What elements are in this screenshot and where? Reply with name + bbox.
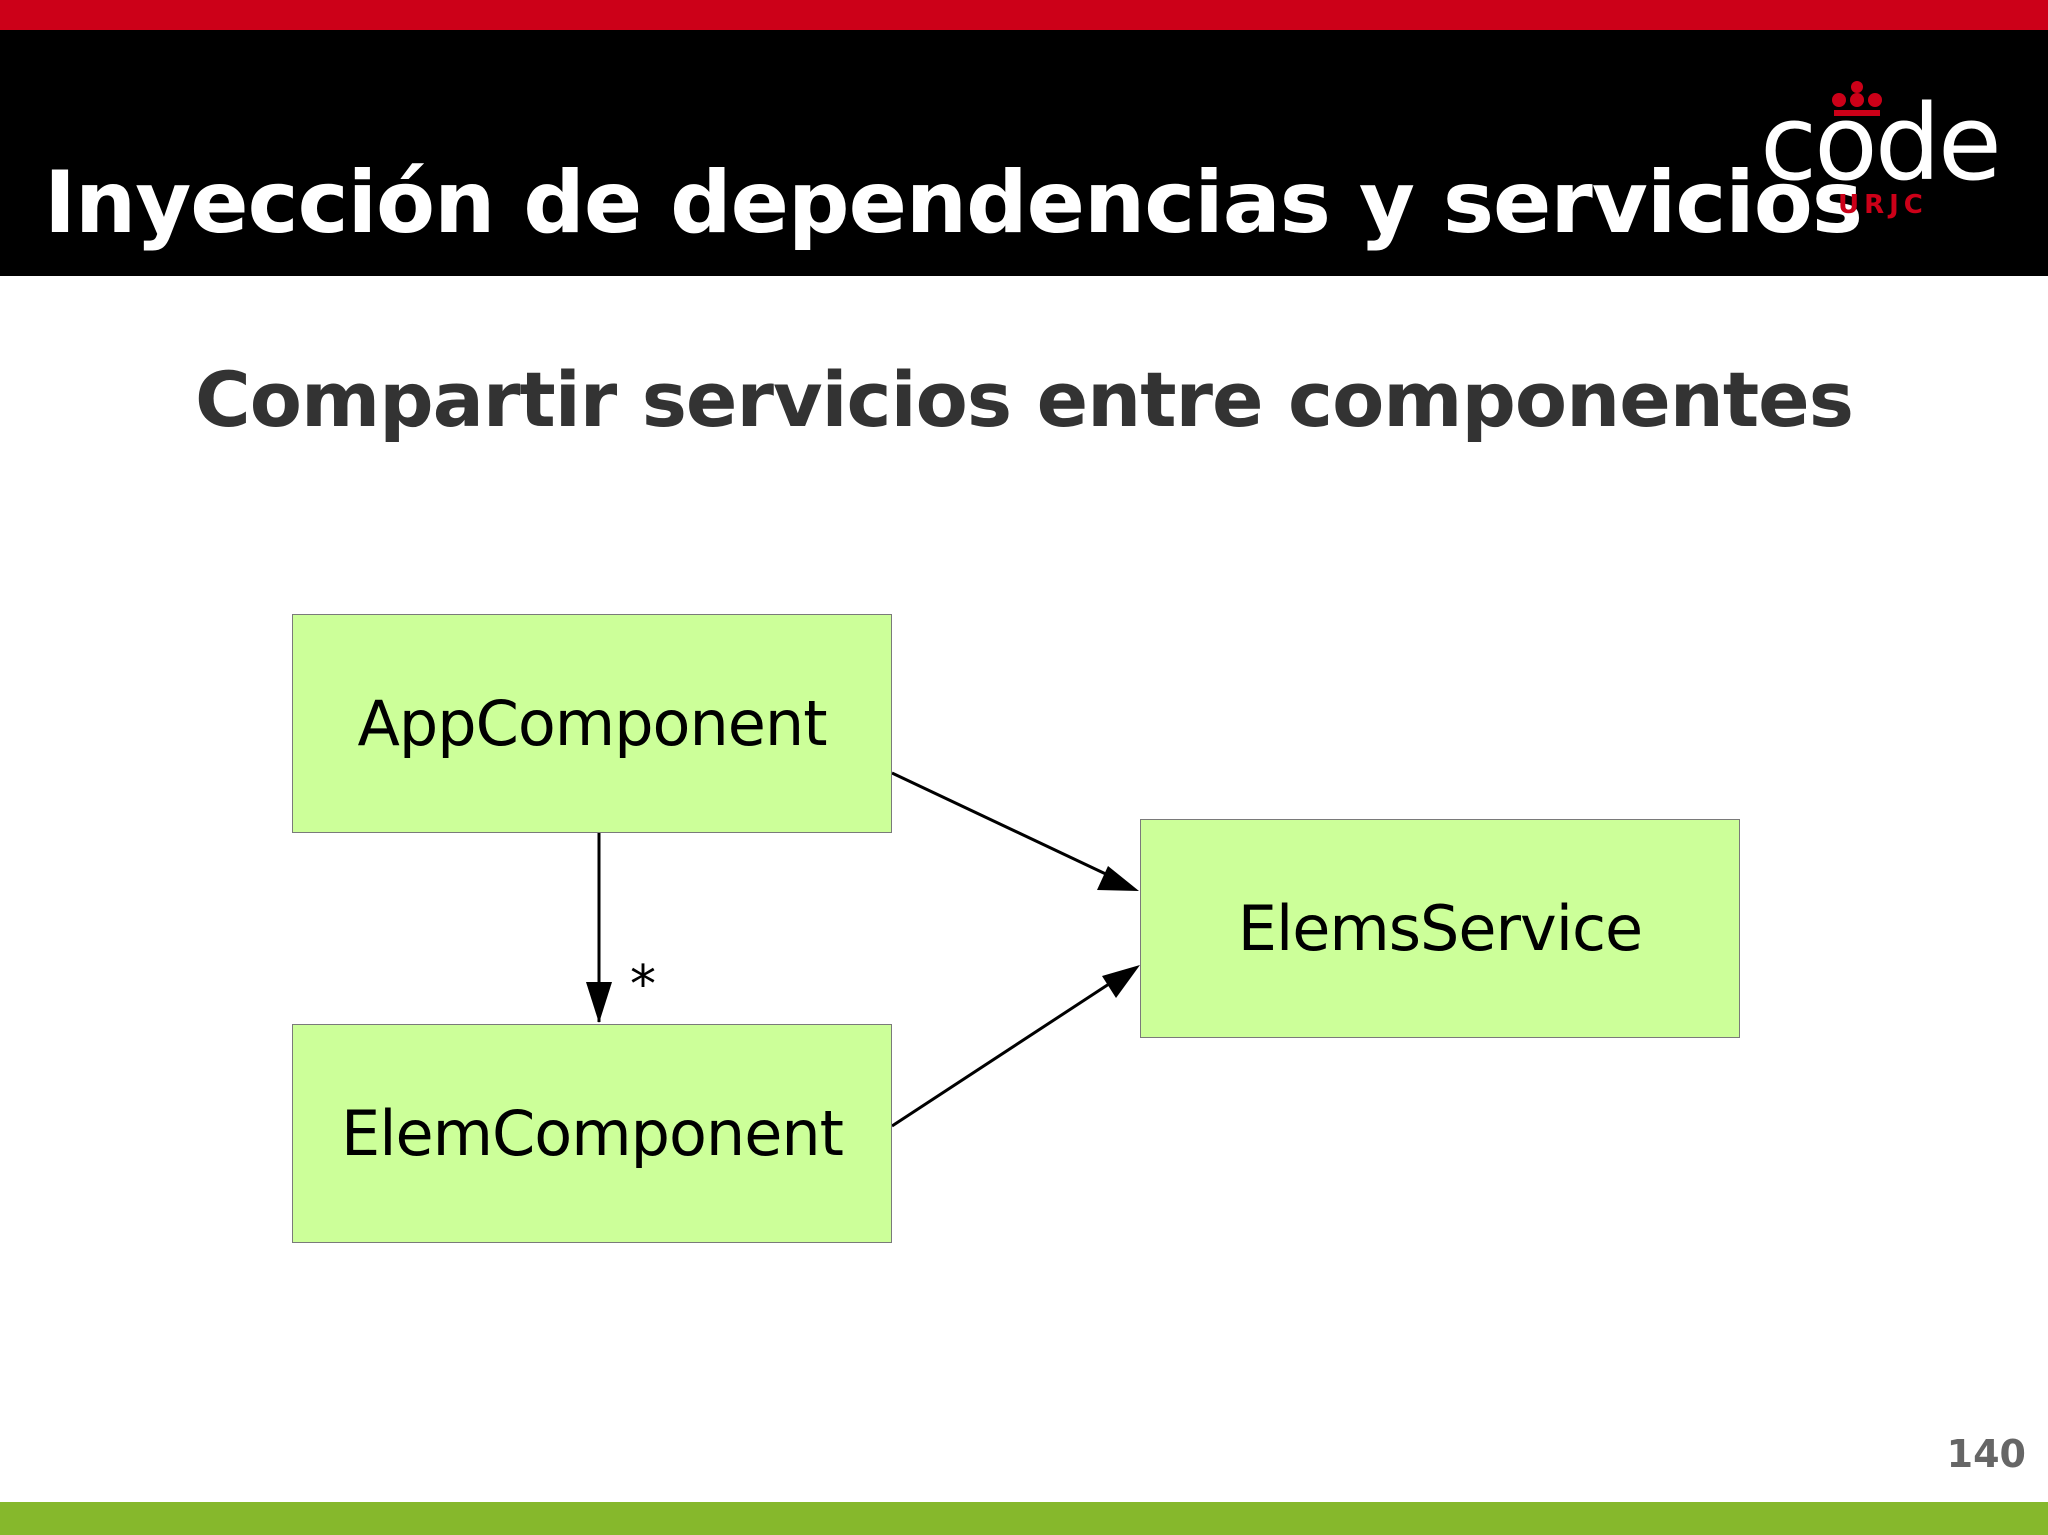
header-bar bbox=[0, 30, 2048, 276]
arrowhead-app-to-service bbox=[1097, 866, 1139, 891]
node-label: ElemComponent bbox=[341, 1097, 844, 1170]
slide-subtitle: Compartir servicios entre componentes bbox=[195, 355, 1854, 444]
node-elems-service: ElemsService bbox=[1140, 819, 1740, 1038]
node-label: AppComponent bbox=[357, 687, 827, 760]
top-red-stripe bbox=[0, 0, 2048, 30]
node-elem-component: ElemComponent bbox=[292, 1024, 892, 1243]
crown-icon bbox=[1832, 81, 1882, 116]
node-app-component: AppComponent bbox=[292, 614, 892, 833]
bottom-green-bar bbox=[0, 1502, 2048, 1535]
slide-title: Inyección de dependencias y servicios bbox=[44, 153, 1863, 253]
edge-elem-to-service bbox=[891, 980, 1113, 1128]
logo-subtext: URJC bbox=[1838, 190, 1928, 220]
arrowhead-app-to-elem bbox=[586, 982, 612, 1023]
multiplicity-label: * bbox=[630, 955, 656, 1015]
arrowhead-elem-to-service bbox=[1102, 965, 1140, 998]
edge-app-to-service bbox=[891, 771, 1111, 878]
logo-word: code bbox=[1760, 82, 2002, 204]
page-number: 140 bbox=[1946, 1432, 2026, 1476]
code-urjc-logo: code URJC bbox=[1760, 80, 2010, 230]
node-label: ElemsService bbox=[1237, 892, 1643, 965]
